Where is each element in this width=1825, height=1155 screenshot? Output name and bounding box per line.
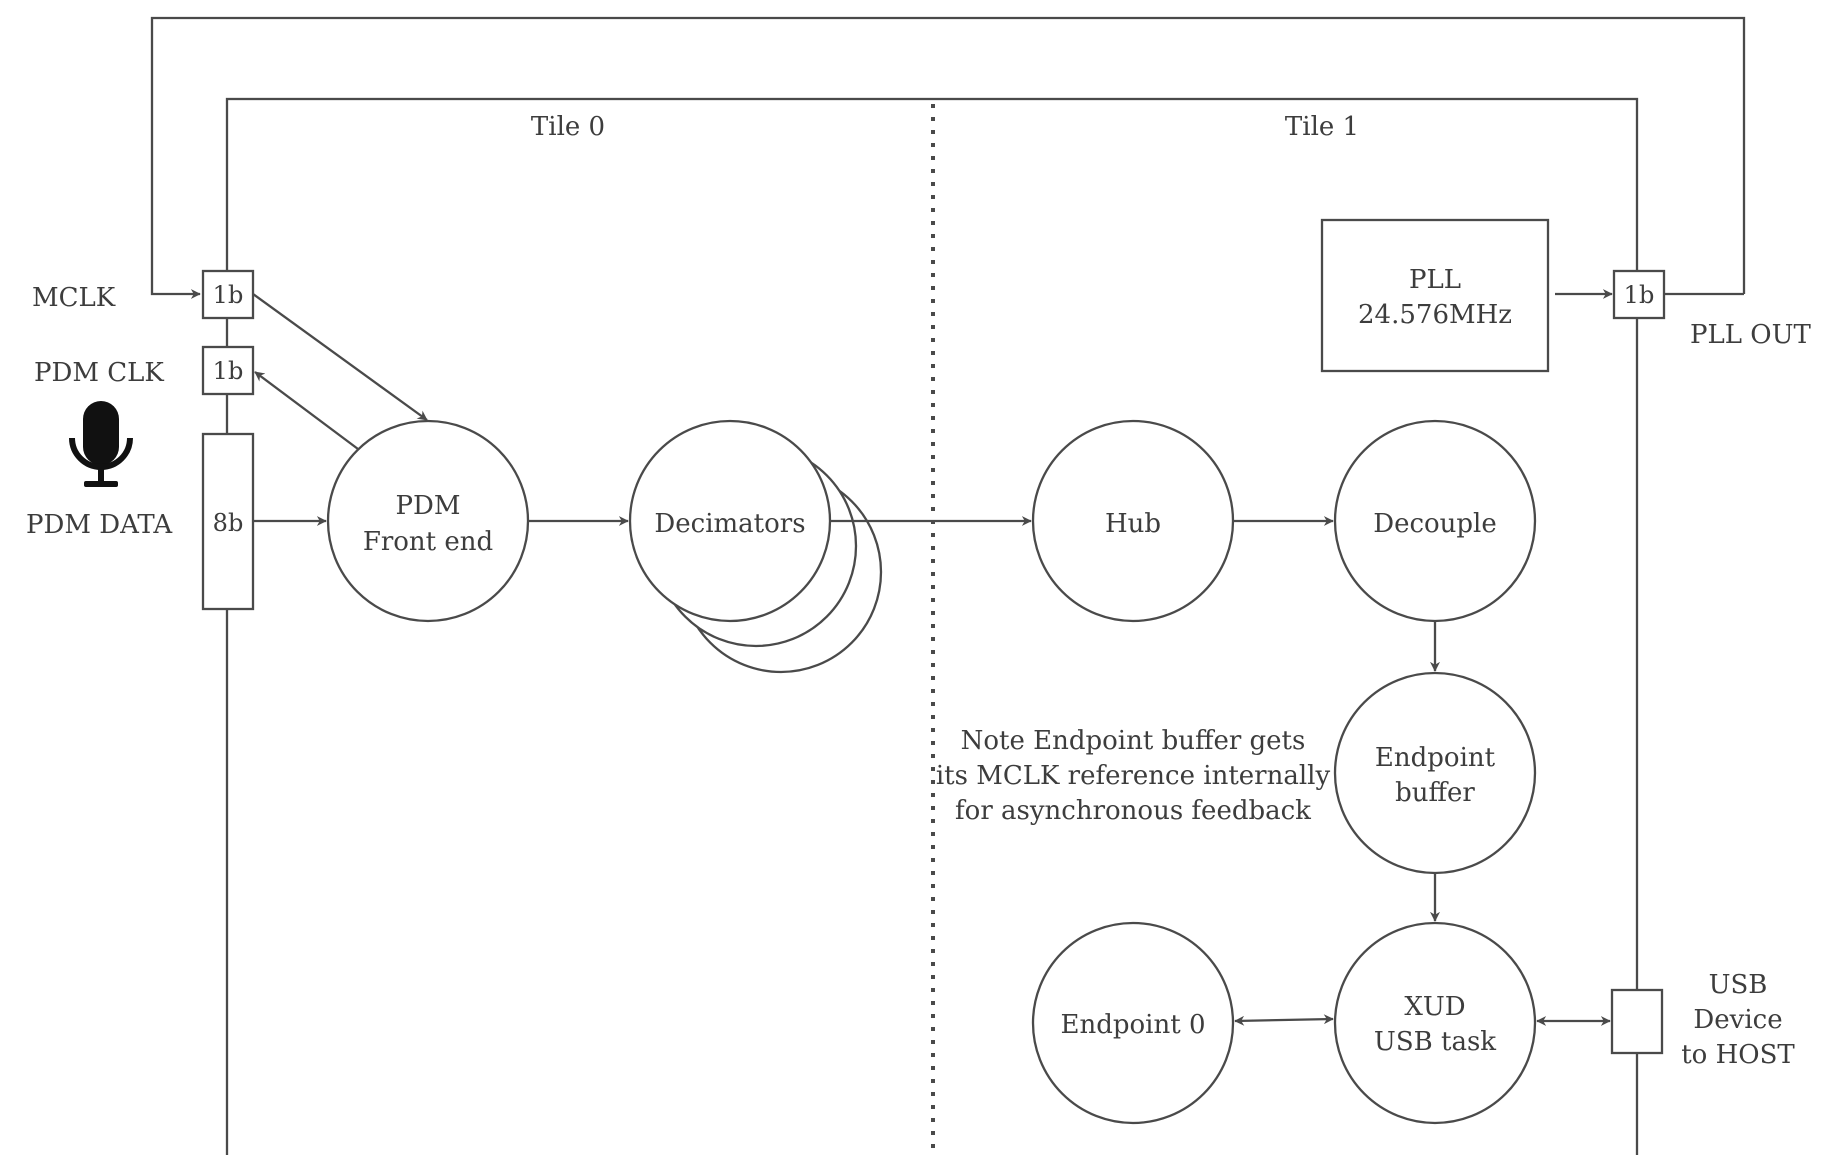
- svg-text:USB task: USB task: [1374, 1027, 1496, 1057]
- svg-text:PDM: PDM: [396, 491, 461, 521]
- svg-text:1b: 1b: [1624, 281, 1655, 309]
- svg-text:Decimators: Decimators: [654, 509, 805, 539]
- tile-0-label: Tile 0: [531, 112, 605, 142]
- svg-text:Endpoint 0: Endpoint 0: [1061, 1010, 1206, 1040]
- svg-text:Endpoint: Endpoint: [1375, 743, 1496, 773]
- chip-frame: [225, 97, 1639, 1155]
- svg-text:24.576MHz: 24.576MHz: [1358, 300, 1512, 330]
- pdm-front-end-node: PDM Front end: [326, 419, 530, 623]
- pll-block: PLL 24.576MHz: [1320, 218, 1550, 373]
- svg-text:8b: 8b: [213, 509, 244, 537]
- svg-text:1b: 1b: [213, 357, 244, 385]
- mclk-label: MCLK: [32, 283, 116, 313]
- svg-text:PLL: PLL: [1409, 265, 1461, 295]
- decouple-node: Decouple: [1333, 419, 1537, 623]
- endpoint-buffer-node: Endpoint buffer: [1333, 671, 1537, 875]
- pdm-clk-port: 1b: [201, 345, 255, 396]
- pdm-data-port: 8b: [201, 432, 255, 611]
- hub-node: Hub: [1031, 419, 1235, 623]
- note-line-3: for asynchronous feedback: [955, 796, 1311, 826]
- xud-usb-task-node: XUD USB task: [1333, 921, 1537, 1125]
- svg-text:Hub: Hub: [1105, 509, 1161, 539]
- usb-label-line1: USB: [1709, 970, 1768, 1000]
- svg-text:Decouple: Decouple: [1373, 509, 1497, 539]
- tile-1-label: Tile 1: [1285, 112, 1359, 142]
- endpoint0-xud-arrow: [1234, 1014, 1334, 1026]
- note-line-1: Note Endpoint buffer gets: [961, 726, 1306, 756]
- decimators-node: Decimators: [628, 419, 883, 674]
- usb-label-line3: to HOST: [1681, 1040, 1795, 1070]
- usb-port: [1610, 988, 1664, 1055]
- microphone-icon: [69, 401, 133, 487]
- pdm-to-pdmclk-arrow: [254, 371, 359, 450]
- endpoint-0-node: Endpoint 0: [1031, 921, 1235, 1125]
- pdm-clk-label: PDM CLK: [34, 358, 164, 388]
- svg-text:XUD: XUD: [1404, 992, 1465, 1022]
- mclk-to-pdm-arrow: [252, 293, 428, 421]
- pll-out-label: PLL OUT: [1690, 320, 1812, 350]
- pll-out-port: 1b: [1612, 269, 1666, 320]
- usb-label-line2: Device: [1693, 1005, 1782, 1035]
- svg-text:Front end: Front end: [363, 527, 493, 557]
- pdm-data-label: PDM DATA: [26, 510, 173, 540]
- mclk-loop-wire: [150, 16, 1746, 299]
- svg-text:1b: 1b: [213, 281, 244, 309]
- note-line-2: its MCLK reference internally: [936, 761, 1331, 791]
- svg-text:buffer: buffer: [1395, 778, 1475, 808]
- mclk-port: 1b: [201, 269, 255, 320]
